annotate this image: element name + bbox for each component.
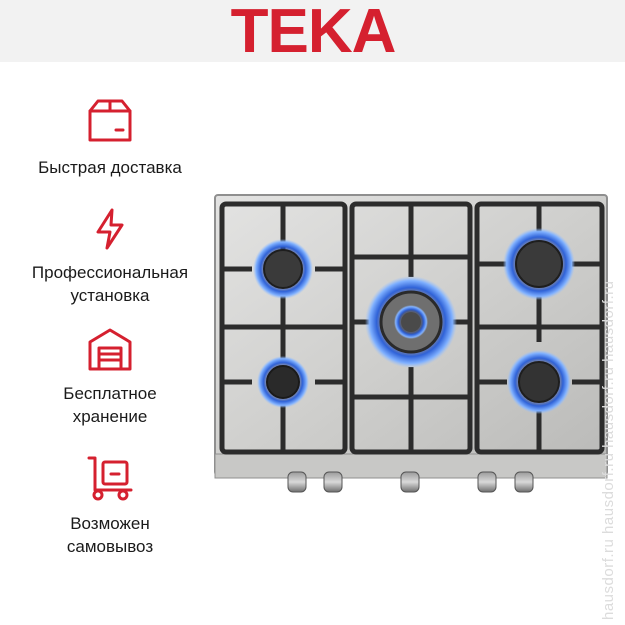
feature-fast-delivery: Быстрая доставка bbox=[0, 96, 220, 179]
feature-professional-installation: Профессиональная установка bbox=[0, 207, 220, 307]
box-icon bbox=[0, 96, 220, 146]
feature-label: Профессиональная установка bbox=[31, 263, 189, 305]
feature-free-storage: Бесплатное хранение bbox=[0, 326, 220, 428]
product-image bbox=[212, 192, 612, 502]
teka-logo-icon: TEKA bbox=[230, 4, 396, 58]
hand-truck-icon bbox=[0, 454, 220, 502]
feature-self-pickup: Возможен самовывоз bbox=[0, 454, 220, 558]
feature-label: Быстрая доставка bbox=[38, 158, 182, 177]
feature-label: Бесплатное хранение bbox=[63, 384, 157, 426]
svg-text:TEKA: TEKA bbox=[230, 4, 395, 58]
brand-logo: TEKA bbox=[0, 0, 625, 62]
warehouse-icon bbox=[0, 326, 220, 372]
lightning-icon bbox=[0, 207, 220, 251]
header-band bbox=[0, 0, 625, 62]
feature-label: Возможен самовывоз bbox=[66, 514, 154, 556]
watermark: hausdorf.ru hausdorf.ru hausdorf.ru haus… bbox=[600, 280, 617, 620]
gas-hob-illustration bbox=[214, 194, 608, 493]
